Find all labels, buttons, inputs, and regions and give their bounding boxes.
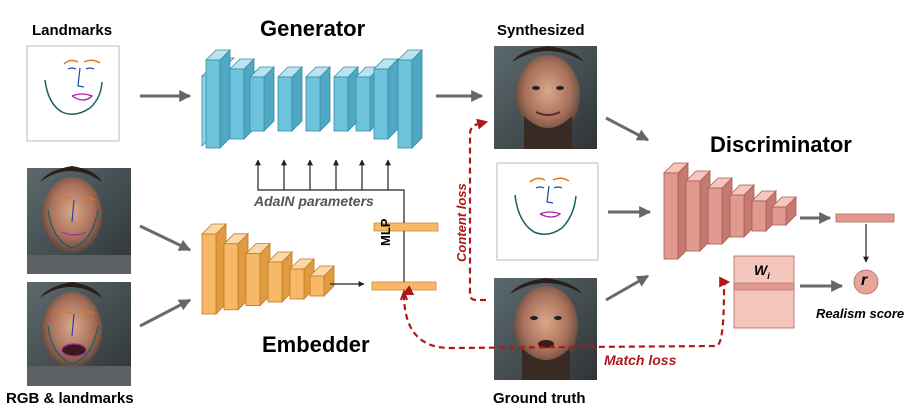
rgb-face-image-2 — [27, 282, 131, 386]
synthesized-label: Synthesized — [497, 22, 585, 39]
arrow-gt-disc — [605, 274, 650, 302]
landmarks-image — [26, 45, 120, 142]
generator-block — [333, 66, 359, 132]
embedder-block — [289, 258, 315, 300]
w-matrix — [733, 255, 795, 329]
discriminator-label: Discriminator — [710, 132, 852, 157]
discriminator-blocks — [663, 162, 797, 260]
discriminator-block — [729, 184, 755, 238]
landmarks-label: Landmarks — [32, 22, 113, 39]
generator-block — [277, 66, 303, 132]
embedder-block — [309, 265, 335, 297]
embedder-blocks — [201, 223, 335, 315]
arrow-rgb1-embedder — [139, 224, 192, 252]
match-loss-arrow-head — [399, 288, 409, 301]
generator-block — [373, 58, 399, 140]
embedder-block — [267, 251, 293, 303]
w-label: Wi — [754, 262, 770, 281]
generator-label: Generator — [260, 16, 366, 41]
discriminator-block — [685, 170, 711, 252]
mlp-label: MLP — [378, 218, 393, 246]
match-loss-arrow — [402, 276, 731, 350]
landmarks-image-2 — [496, 162, 599, 261]
rgb-landmarks-label: RGB & landmarks — [6, 390, 134, 407]
flow-arrows — [139, 90, 844, 328]
match-loss-label: Match loss — [604, 352, 677, 368]
generator-block — [305, 66, 331, 132]
embedder-label: Embedder — [262, 332, 370, 357]
ground-truth-label: Ground truth — [493, 390, 586, 407]
arrow-rgb2-embedder — [139, 298, 192, 328]
arrow-synth-disc — [605, 116, 650, 142]
discriminator-block — [707, 177, 733, 245]
discriminator-block — [663, 162, 689, 260]
adain-connectors — [255, 159, 405, 223]
r-label: r — [861, 272, 868, 289]
embedder-block — [201, 223, 227, 315]
realism-score-node — [853, 269, 879, 295]
discriminator-block — [771, 196, 797, 226]
realism-score-label: Realism score — [816, 306, 905, 321]
disc-output-bar — [835, 213, 895, 223]
content-loss-label: Content loss — [454, 183, 469, 262]
rgb-face-image-1 — [27, 166, 131, 274]
embedder-block — [223, 232, 249, 311]
generator-blocks — [205, 49, 423, 149]
adain-label: AdaIN parameters — [254, 193, 374, 209]
generator-block — [205, 49, 231, 149]
mlp-top-bar — [373, 222, 439, 232]
ground-truth-image — [494, 278, 597, 380]
synthesized-image — [494, 46, 597, 149]
content-loss-arrow — [468, 118, 489, 302]
generator-block — [249, 66, 275, 132]
embedder-block — [245, 242, 271, 307]
generator-block — [397, 49, 423, 149]
mlp-bottom-bar — [371, 281, 437, 291]
